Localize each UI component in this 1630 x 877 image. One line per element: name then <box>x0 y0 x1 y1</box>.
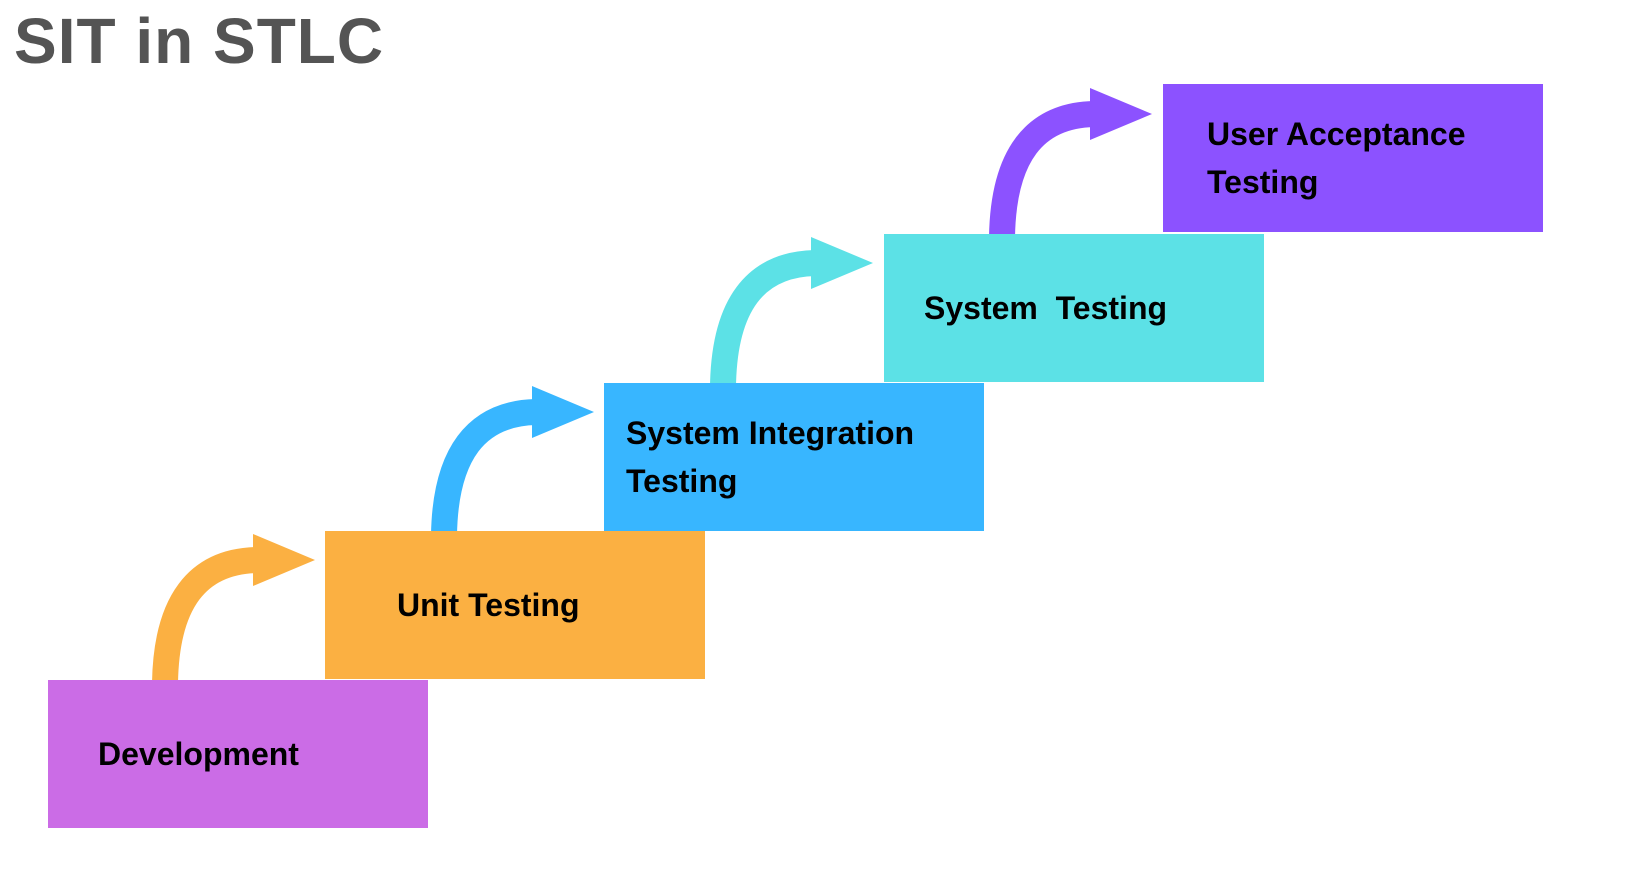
step-box-user-acceptance-testing: User Acceptance Testing <box>1163 84 1543 232</box>
step-box-unit-testing: Unit Testing <box>325 531 705 679</box>
arrow-development-to-unit-testing-icon <box>152 534 315 688</box>
step-label-user-acceptance-testing: User Acceptance Testing <box>1207 116 1475 200</box>
arrow-curve <box>152 547 270 688</box>
step-label-development: Development <box>98 736 299 772</box>
arrow-head <box>811 237 873 289</box>
arrow-curve <box>431 399 549 540</box>
arrow-curve <box>989 101 1107 242</box>
page-title: SIT in STLC <box>14 5 385 77</box>
step-label-unit-testing: Unit Testing <box>397 587 580 623</box>
step-box-system-testing: System Testing <box>884 234 1264 382</box>
arrow-head <box>253 534 315 586</box>
step-label-system-testing: System Testing <box>924 290 1168 326</box>
arrow-head <box>532 386 594 438</box>
step-label-system-integration-testing: System Integration Testing <box>626 415 923 499</box>
arrow-system-testing-to-user-acceptance-testing-icon <box>989 88 1152 242</box>
step-box-development: Development <box>48 680 428 828</box>
arrow-curve <box>710 250 828 391</box>
arrow-system-integration-testing-to-system-testing-icon <box>710 237 873 391</box>
step-box-system-integration-testing: System Integration Testing <box>604 383 984 531</box>
arrow-head <box>1090 88 1152 140</box>
arrow-unit-testing-to-system-integration-testing-icon <box>431 386 594 540</box>
